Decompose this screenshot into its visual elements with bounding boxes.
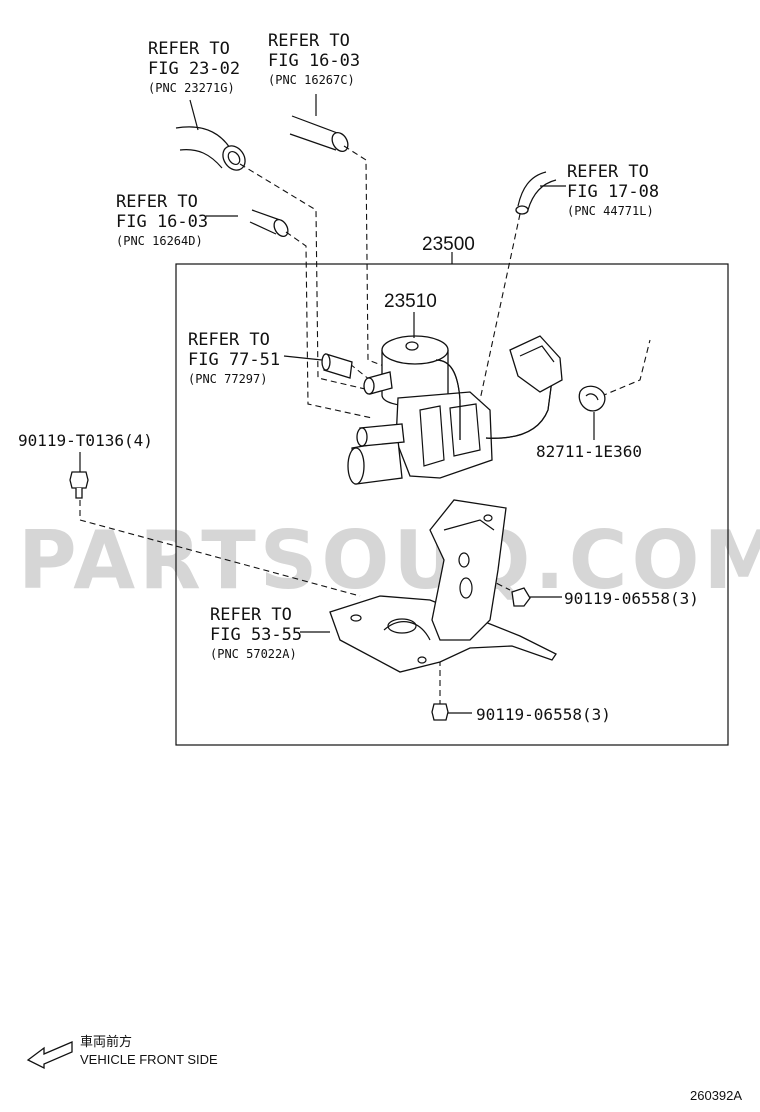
valve-assembly-23510-icon bbox=[347, 335, 563, 485]
callout-refer-fig-16-03-b: REFER TO FIG 16-03 (PNC 16264D) bbox=[116, 192, 208, 248]
dash-route-23271g bbox=[239, 163, 379, 393]
svg-text:(PNC 44771L): (PNC 44771L) bbox=[567, 204, 654, 218]
svg-text:REFER TO: REFER TO bbox=[567, 162, 649, 182]
svg-text:REFER TO: REFER TO bbox=[188, 330, 270, 350]
dash-route-bolt-left bbox=[79, 500, 361, 597]
svg-text:(PNC 57022A): (PNC 57022A) bbox=[210, 647, 297, 661]
direction-label-jp: 車両前方 bbox=[80, 1034, 132, 1049]
svg-text:FIG 16-03: FIG 16-03 bbox=[268, 51, 360, 71]
svg-text:FIG 23-02: FIG 23-02 bbox=[148, 59, 240, 79]
hose-23271g-icon bbox=[175, 126, 246, 171]
clip-82711-icon bbox=[578, 385, 606, 440]
bolt-left-icon bbox=[69, 471, 89, 499]
svg-text:(PNC 16264D): (PNC 16264D) bbox=[116, 234, 203, 248]
hose-16264d-icon bbox=[249, 209, 289, 238]
svg-text:FIG 77-51: FIG 77-51 bbox=[188, 350, 280, 370]
part-number-clip: 82711-1E360 bbox=[536, 442, 642, 461]
svg-text:(PNC 16267C): (PNC 16267C) bbox=[268, 73, 355, 87]
dash-route-clip bbox=[591, 339, 651, 401]
dash-route-16267c bbox=[343, 145, 385, 367]
svg-text:REFER TO: REFER TO bbox=[268, 31, 350, 51]
callout-refer-fig-53-55: REFER TO FIG 53-55 (PNC 57022A) bbox=[210, 605, 302, 661]
part-number-23510: 23510 bbox=[384, 291, 437, 312]
callout-refer-fig-77-51: REFER TO FIG 77-51 (PNC 77297) bbox=[188, 330, 280, 386]
diagram-code: 260392A bbox=[690, 1088, 742, 1103]
bolt-bottom-icon bbox=[431, 703, 472, 721]
hose-16267c-icon bbox=[289, 115, 349, 152]
part-number-bolt-bottom: 90119-06558(3) bbox=[476, 705, 611, 724]
hose-44771l-icon bbox=[515, 171, 557, 215]
leader-23271g bbox=[189, 99, 199, 131]
callout-refer-fig-16-03-a: REFER TO FIG 16-03 (PNC 16267C) bbox=[268, 31, 360, 87]
bolt-right-icon bbox=[511, 587, 562, 607]
dash-route-44771l bbox=[479, 213, 521, 401]
front-arrow-icon bbox=[26, 1041, 73, 1070]
direction-label-en: VEHICLE FRONT SIDE bbox=[80, 1052, 218, 1067]
svg-text:(PNC 77297): (PNC 77297) bbox=[188, 372, 267, 386]
dash-route-16264d bbox=[285, 231, 373, 419]
watermark-text: PARTSOUQ.COM bbox=[18, 514, 760, 607]
callout-refer-fig-23-02: REFER TO FIG 23-02 (PNC 23271G) bbox=[148, 39, 240, 95]
svg-text:REFER TO: REFER TO bbox=[210, 605, 292, 625]
part-number-bolt-left: 90119-T0136(4) bbox=[18, 431, 153, 450]
svg-text:FIG 17-08: FIG 17-08 bbox=[567, 182, 659, 202]
svg-text:FIG 16-03: FIG 16-03 bbox=[116, 212, 208, 232]
bracket-57022a-icon bbox=[329, 499, 557, 673]
svg-text:FIG 53-55: FIG 53-55 bbox=[210, 625, 302, 645]
svg-text:REFER TO: REFER TO bbox=[148, 39, 230, 59]
callout-refer-fig-17-08: REFER TO FIG 17-08 (PNC 44771L) bbox=[567, 162, 659, 218]
part-number-bolt-right: 90119-06558(3) bbox=[564, 589, 699, 608]
connector-77297-icon bbox=[283, 353, 353, 379]
dash-route-connector bbox=[349, 363, 371, 381]
svg-text:REFER TO: REFER TO bbox=[116, 192, 198, 212]
svg-text:(PNC 23271G): (PNC 23271G) bbox=[148, 81, 235, 95]
part-number-23500: 23500 bbox=[422, 234, 475, 255]
